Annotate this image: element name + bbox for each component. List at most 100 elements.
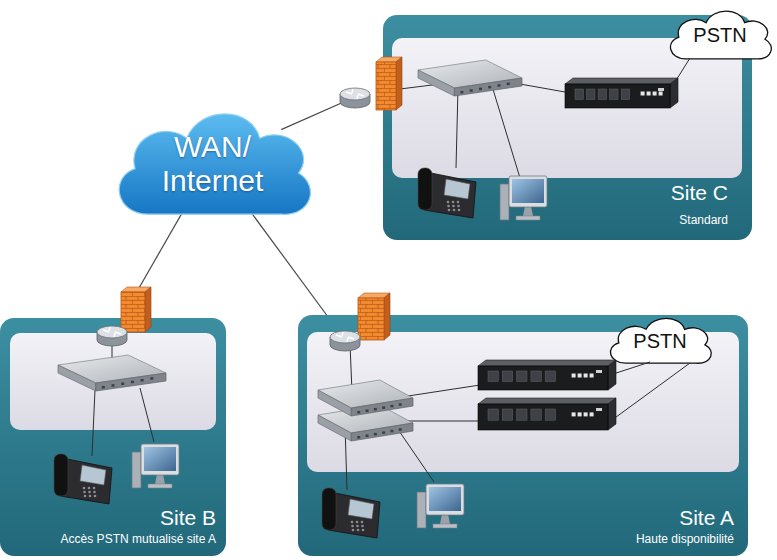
router-symbol <box>330 331 360 351</box>
phone-symbol <box>418 168 476 218</box>
gateway-symbol-part <box>659 92 663 96</box>
switch-symbol-part <box>102 386 105 389</box>
computer-symbol-part <box>429 487 461 511</box>
gateway-symbol-part <box>565 84 670 108</box>
firewall-symbol-part <box>358 298 384 340</box>
gateway-symbol-part <box>545 371 555 382</box>
firewall-symbol-part <box>121 287 151 292</box>
firewall-symbol <box>121 287 151 332</box>
gateway-symbol <box>478 398 616 430</box>
switch-symbol-part <box>366 434 369 437</box>
gateway-symbol <box>478 360 616 390</box>
phone-symbol-part <box>457 205 460 208</box>
router-symbol <box>340 88 370 108</box>
gateway-symbol-part <box>545 409 555 420</box>
phone-symbol-part <box>362 529 365 532</box>
wire-part <box>112 345 113 360</box>
gateway-symbol-part <box>621 89 629 100</box>
switch-symbol-part <box>58 355 166 383</box>
pstn-cloud: PSTN <box>663 2 776 64</box>
computer-symbol <box>132 444 179 488</box>
router-symbol <box>97 326 127 346</box>
gateway-symbol-part <box>608 360 616 390</box>
computer-symbol-part <box>417 492 426 528</box>
switch-symbol-part <box>399 403 402 406</box>
switch-symbol <box>418 60 522 96</box>
switch-symbol-part <box>399 428 402 431</box>
phone-symbol-part <box>83 487 86 490</box>
firewall-symbol-part <box>396 57 402 110</box>
phone-symbol-part <box>322 488 336 530</box>
phone-symbol-part <box>453 209 456 212</box>
switch-symbol-part <box>121 382 124 385</box>
switch-symbol-part <box>96 373 166 391</box>
computer-symbol <box>417 484 464 528</box>
computer-symbol-part <box>516 216 540 220</box>
cloud-outline <box>671 11 772 59</box>
switch-symbol-part <box>141 379 144 382</box>
wire-part <box>140 388 154 442</box>
switch-symbol-part <box>418 70 454 96</box>
gateway-symbol-part <box>478 404 608 430</box>
phone-symbol-part <box>89 495 92 498</box>
gateway-symbol-part <box>596 370 602 373</box>
switch-symbol-part <box>112 384 115 387</box>
phone-symbol-part <box>93 491 96 494</box>
switch-symbol-part <box>58 365 96 391</box>
site-note: Accès PSTN mutualisé site A <box>61 533 216 547</box>
switch-symbol-part <box>366 409 369 412</box>
computer-symbol-part <box>523 206 533 216</box>
computer-symbol-part <box>132 452 141 488</box>
computer-symbol-part <box>141 444 179 475</box>
switch-symbol <box>58 355 166 391</box>
computer-symbol-part <box>426 484 464 515</box>
phone-symbol-part <box>361 521 364 524</box>
site-name: Site C <box>671 181 728 205</box>
wan-cloud: WAN/ Internet <box>105 95 320 225</box>
phone-symbol-part <box>356 521 359 524</box>
router-symbol-part <box>330 337 360 351</box>
phone-symbol-part <box>356 525 359 528</box>
switch-symbol <box>318 380 413 416</box>
gateway-symbol-part <box>587 89 595 100</box>
wire-part <box>612 363 690 420</box>
site-name: Site A <box>679 506 734 530</box>
switch-symbol-part <box>318 380 413 408</box>
computer-symbol-part <box>433 524 457 528</box>
gateway-symbol-part <box>517 409 527 420</box>
computer-symbol-part <box>144 447 176 471</box>
phone-symbol-part <box>361 525 364 528</box>
cloud-label: PSTN <box>633 330 686 353</box>
phone-symbol-part <box>54 454 68 496</box>
switch-symbol-part <box>470 89 473 92</box>
phone-symbol-part <box>83 491 86 494</box>
gateway-symbol <box>565 78 678 108</box>
wire-part <box>456 88 458 168</box>
wire-part <box>520 84 565 92</box>
switch-symbol-part <box>150 377 153 380</box>
router-symbol-part <box>97 332 127 346</box>
site-panel: Site BAccès PSTN mutualisé site A <box>0 318 226 556</box>
switch-symbol-part <box>318 415 351 441</box>
wire-part <box>345 425 347 490</box>
switch-symbol-part <box>418 60 522 88</box>
phone-symbol-part <box>418 168 432 210</box>
computer-symbol-part <box>148 484 172 488</box>
phone-symbol-part <box>447 205 450 208</box>
computer-symbol-part <box>509 176 547 207</box>
switch-symbol-part <box>131 381 134 384</box>
firewall-symbol <box>358 293 390 340</box>
gateway-symbol-part <box>488 409 498 420</box>
gateway-symbol-part <box>590 374 594 378</box>
phone-symbol-part <box>348 499 374 519</box>
switch-symbol-part <box>390 430 393 433</box>
firewall-symbol-part <box>121 292 145 332</box>
gateway-symbol-part <box>478 398 616 404</box>
gateway-symbol-part <box>517 371 527 382</box>
switch-symbol-part <box>351 398 413 416</box>
firewall-symbol-part <box>384 293 390 340</box>
gateway-symbol-part <box>670 78 678 108</box>
router-symbol-part <box>340 88 370 100</box>
switch-symbol-part <box>488 86 491 89</box>
gateway-symbol-part <box>478 360 616 366</box>
